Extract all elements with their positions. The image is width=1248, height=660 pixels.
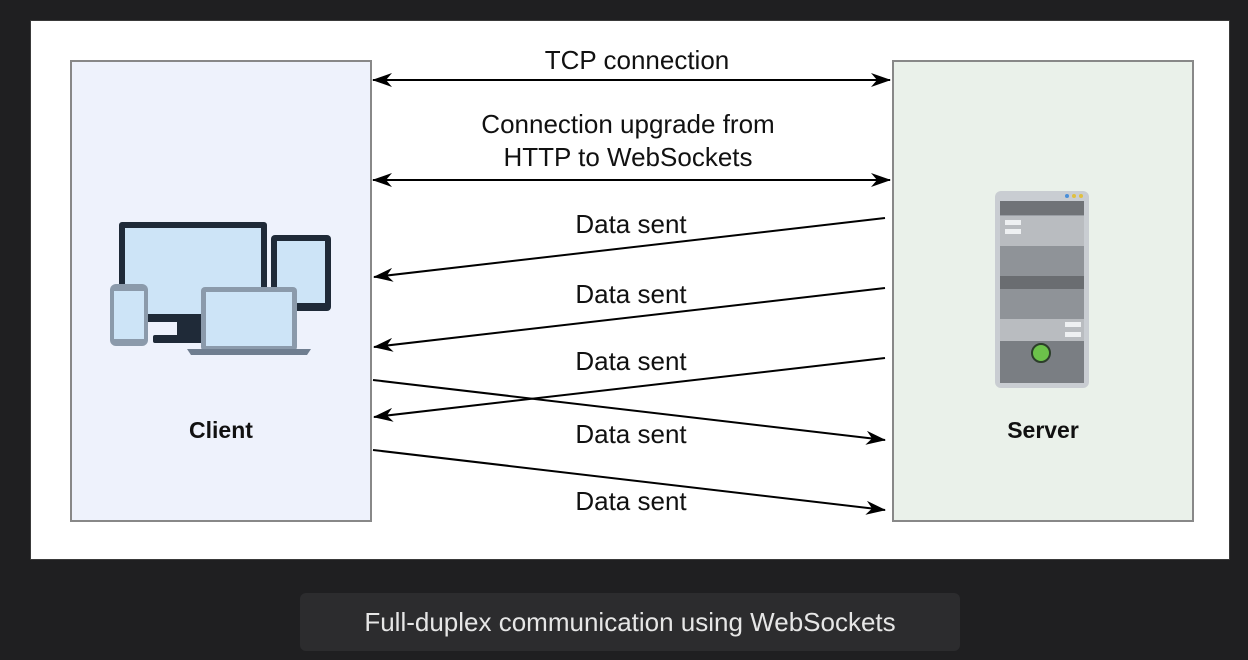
data-sent-label-4: Data sent (575, 419, 687, 449)
data-arrow-server-to-client-1 (373, 217, 886, 282)
figure-caption: Full-duplex communication using WebSocke… (300, 593, 960, 651)
upgrade-label-line2: HTTP to WebSockets (503, 142, 752, 172)
upgrade-label-line1: Connection upgrade from (481, 109, 774, 139)
data-arrow-server-to-client-2 (373, 287, 886, 352)
devices-icon (110, 222, 331, 355)
data-sent-label-2: Data sent (575, 279, 687, 309)
data-sent-label-1: Data sent (575, 209, 687, 239)
tcp-connection-label: TCP connection (545, 45, 730, 75)
server-rack-icon (995, 191, 1089, 388)
client-label: Client (189, 417, 253, 443)
data-sent-label-3: Data sent (575, 346, 687, 376)
websocket-diagram: Client Server TCP connection Connection … (70, 45, 1194, 522)
server-label: Server (1007, 417, 1079, 443)
data-arrow-server-to-client-3 (373, 357, 886, 422)
data-sent-label-5: Data sent (575, 486, 687, 516)
data-arrow-client-to-server-2 (372, 449, 886, 515)
diagram-panel: Client Server TCP connection Connection … (30, 20, 1230, 560)
data-arrow-client-to-server-1 (372, 379, 886, 445)
